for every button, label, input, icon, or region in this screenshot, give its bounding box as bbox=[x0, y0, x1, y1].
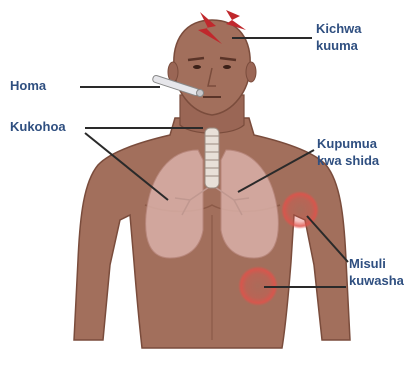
trachea bbox=[205, 128, 219, 188]
headache-label: Kichwa kuuma bbox=[316, 20, 362, 54]
right-eye bbox=[223, 65, 231, 69]
left-eye bbox=[193, 65, 201, 69]
right-ear bbox=[246, 62, 256, 82]
breathing-difficulty-label: Kupumua kwa shida bbox=[317, 135, 379, 169]
cough-label: Kukohoa bbox=[10, 118, 66, 135]
muscle-pain-label: Misuli kuwasha bbox=[349, 255, 404, 289]
left-ear bbox=[168, 62, 178, 82]
fever-label: Homa bbox=[10, 77, 46, 94]
